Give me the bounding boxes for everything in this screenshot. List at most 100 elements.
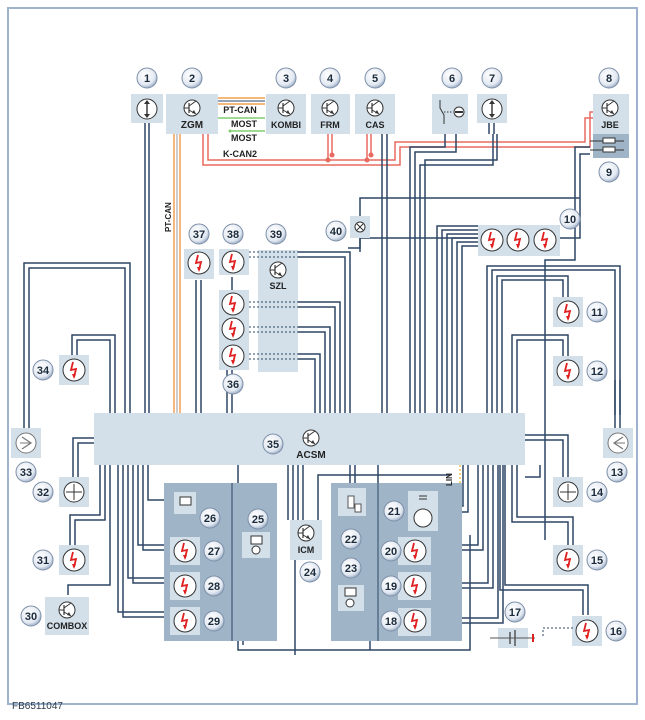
callout-number: 3 <box>283 73 289 85</box>
callout-1: 1 <box>136 67 158 89</box>
callout-36: 36 <box>222 373 244 395</box>
callout-32: 32 <box>32 481 54 503</box>
callout-9: 9 <box>598 161 620 183</box>
pt-can-label: PT-CAN <box>223 105 257 115</box>
callout-26: 26 <box>199 507 221 529</box>
callout-29: 29 <box>203 610 225 632</box>
callout-number: 18 <box>385 616 397 628</box>
wires <box>23 123 621 655</box>
callout-39: 39 <box>265 223 287 245</box>
callout-22: 22 <box>340 528 362 550</box>
callout-number: 38 <box>227 229 239 241</box>
callout-24: 24 <box>299 561 321 583</box>
callout-number: 4 <box>327 73 334 85</box>
kombi-label: KOMBI <box>271 120 301 130</box>
callout-number: 29 <box>208 616 220 628</box>
callout-number: 14 <box>591 487 604 499</box>
callout-number: 34 <box>37 365 50 377</box>
callout-28: 28 <box>203 575 225 597</box>
callout-number: 15 <box>591 555 603 567</box>
callout-19: 19 <box>380 575 402 597</box>
frm-label: FRM <box>320 120 340 130</box>
callout-number: 37 <box>193 229 205 241</box>
callout-number: 17 <box>509 607 521 619</box>
callout-number: 5 <box>372 73 378 85</box>
callout-3: 3 <box>275 67 297 89</box>
callout-number: 16 <box>610 626 622 638</box>
callout-number: 11 <box>591 307 603 319</box>
cas-label: CAS <box>365 120 384 130</box>
callout-number: 21 <box>388 506 400 518</box>
callout-number: 36 <box>227 379 239 391</box>
callout-35: 35 <box>262 433 284 455</box>
callout-number: 8 <box>606 73 612 85</box>
callout-10: 10 <box>559 208 581 230</box>
callout-number: 13 <box>611 467 623 479</box>
callout-number: 20 <box>385 546 397 558</box>
callout-31: 31 <box>32 549 54 571</box>
callout-7: 7 <box>481 67 503 89</box>
callout-number: 32 <box>37 487 49 499</box>
callout-number: 2 <box>189 73 195 85</box>
callout-27: 27 <box>203 540 225 562</box>
callout-20: 20 <box>380 540 402 562</box>
callout-number: 31 <box>37 555 49 567</box>
callout-number: 22 <box>345 534 357 546</box>
callout-number: 12 <box>591 366 603 378</box>
callout-30: 30 <box>20 605 42 627</box>
callout-6: 6 <box>441 67 463 89</box>
callout-number: 30 <box>25 611 37 623</box>
callout-23: 23 <box>340 557 362 579</box>
callout-25: 25 <box>247 508 269 530</box>
k-can2-bus <box>202 111 593 166</box>
pt-can-vertical-label: PT-CAN <box>164 202 173 232</box>
callout-number: 33 <box>20 467 32 479</box>
zgm-label: ZGM <box>181 120 203 131</box>
callout-number: 10 <box>564 214 576 226</box>
callout-11: 11 <box>586 301 608 323</box>
callout-number: 35 <box>267 439 279 451</box>
callout-number: 40 <box>330 226 342 238</box>
lin-label: LIN <box>445 473 454 486</box>
acsm-label: ACSM <box>296 450 325 461</box>
szl-label: SZL <box>270 281 288 291</box>
callout-17: 17 <box>504 601 526 623</box>
callout-number: 39 <box>270 229 282 241</box>
callout-8: 8 <box>598 67 620 89</box>
callout-2: 2 <box>181 67 203 89</box>
callout-number: 6 <box>449 73 455 85</box>
callout-number: 24 <box>304 567 317 579</box>
callout-13: 13 <box>606 461 628 483</box>
callout-number: 26 <box>204 513 216 525</box>
callout-33: 33 <box>15 461 37 483</box>
callout-number: 19 <box>385 581 397 593</box>
callout-37: 37 <box>188 223 210 245</box>
callout-number: 27 <box>208 546 220 558</box>
most-label-2: MOST <box>231 133 258 143</box>
k-can2-label: K-CAN2 <box>223 149 257 159</box>
figure-id: FB6511047 <box>12 701 63 712</box>
callout-38: 38 <box>222 223 244 245</box>
icm-label: ICM <box>298 545 315 555</box>
callout-number: 25 <box>252 514 264 526</box>
callout-40: 40 <box>325 220 347 242</box>
callout-18: 18 <box>380 610 402 632</box>
pt-can-bus <box>173 97 265 415</box>
callout-5: 5 <box>364 67 386 89</box>
most-label-1: MOST <box>231 119 258 129</box>
callout-16: 16 <box>605 620 627 642</box>
callout-number: 7 <box>489 73 495 85</box>
diagram-frame <box>7 7 638 705</box>
callout-number: 28 <box>208 581 220 593</box>
combox-label: COMBOX <box>47 621 88 631</box>
callout-12: 12 <box>586 360 608 382</box>
callout-34: 34 <box>32 359 54 381</box>
callout-4: 4 <box>319 67 341 89</box>
callout-number: 9 <box>606 167 612 179</box>
jbe-label: JBE <box>601 120 619 130</box>
callout-number: 23 <box>345 563 357 575</box>
callout-number: 1 <box>144 73 150 85</box>
callout-21: 21 <box>383 500 405 522</box>
